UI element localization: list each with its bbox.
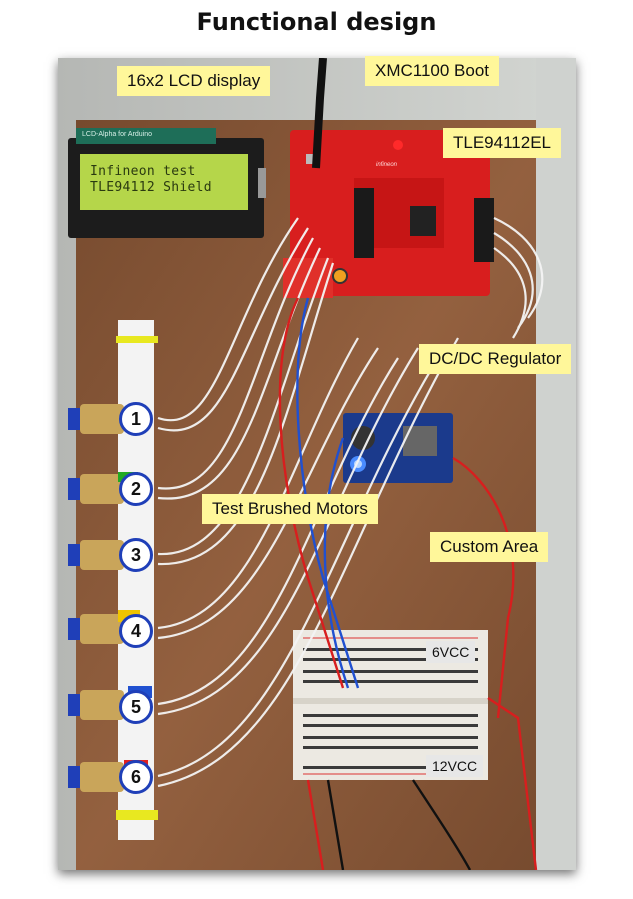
label-6vcc: 6VCC [426,641,476,663]
callout-test-brushed-motors: Test Brushed Motors [202,494,378,524]
motor-number-badge: 1 [119,402,153,436]
callout-dcdc-regulator: DC/DC Regulator [419,344,572,374]
motor-number-badge: 3 [119,538,153,572]
lcd-screen [80,154,248,210]
signal-wires [157,216,544,788]
tle94112el-chip [410,206,436,236]
lcd-line-2: TLE94112 Shield [90,180,212,195]
motor-number-badge: 4 [119,614,153,648]
callout-xmc1100-boot: XMC1100 Boot [365,56,500,86]
led-red [393,140,403,150]
motor-number-badge: 6 [119,760,153,794]
label-12vcc: 12VCC [426,755,484,777]
power-wires [278,297,538,870]
lcd-board-label: LCD-Alpha for Arduino [82,131,153,138]
breadboard-holes [303,648,478,769]
infineon-logo: infineon [376,162,398,168]
terminal-block-left [354,188,374,258]
callout-lcd-display: 16x2 LCD display [117,66,271,96]
page-title: Functional design [196,8,437,36]
usb-cable [312,58,327,169]
motor-number-badge: 2 [119,472,153,506]
lcd-adapter-board [76,128,216,144]
motor-number-badge: 5 [119,690,153,724]
callout-tle94112el: TLE94112EL [443,128,561,158]
lcd-line-1: Infineon test [90,164,196,179]
lcd-text: Infineon test TLE94112 Shield [90,164,240,196]
terminal-block-right [474,198,494,262]
callout-custom-area: Custom Area [430,532,549,562]
